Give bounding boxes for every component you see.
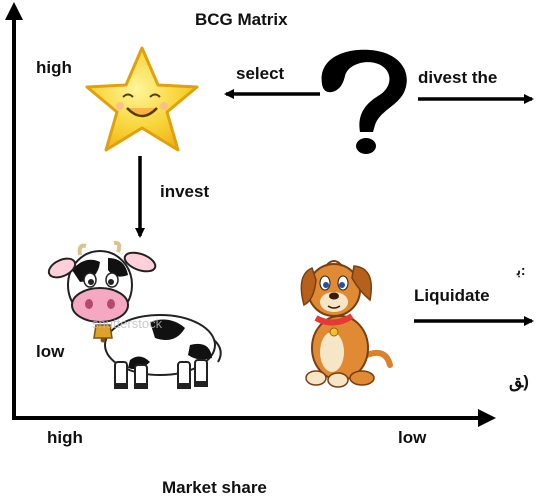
- star-icon: [85, 46, 199, 152]
- x-axis-high-label: high: [47, 428, 83, 447]
- partial-arabic-top: ﺑ:: [517, 262, 526, 278]
- cow-icon: [47, 240, 222, 389]
- chart-title: BCG Matrix: [195, 10, 288, 29]
- question-mark-icon: [321, 49, 407, 154]
- divest-label: divest the: [418, 68, 498, 87]
- partial-arabic-bottom: ﻖ): [509, 372, 529, 391]
- y-axis-high-label: high: [36, 58, 72, 77]
- x-axis: [12, 409, 496, 427]
- invest-label: invest: [160, 182, 210, 201]
- dog-icon: [300, 260, 393, 388]
- y-axis-low-label: low: [36, 342, 65, 361]
- cow-watermark: shutterstock: [92, 316, 163, 331]
- liquidate-label: Liquidate: [414, 286, 490, 305]
- y-axis: [5, 2, 23, 418]
- x-axis-title: Market share: [162, 478, 267, 497]
- x-axis-low-label: low: [398, 428, 427, 447]
- select-label: select: [236, 64, 285, 83]
